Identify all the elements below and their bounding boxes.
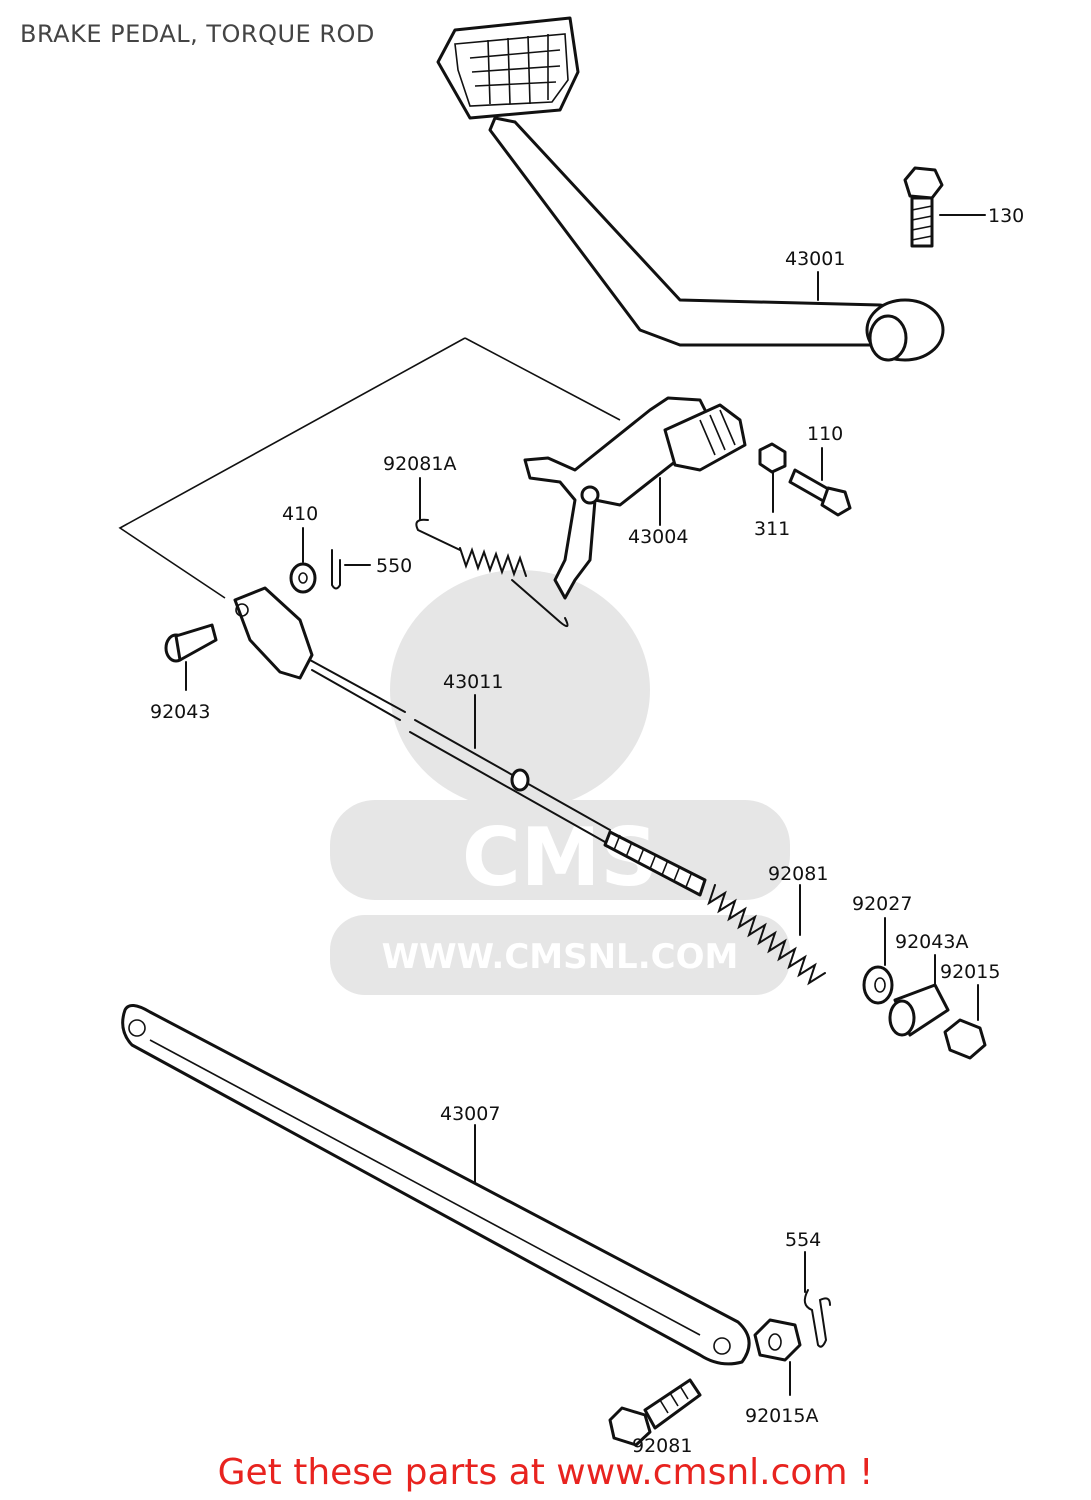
brake-lever-43004 [523,396,747,600]
label-92081: 92081 [768,863,828,885]
joint-92043A [888,983,950,1037]
footer-link-text[interactable]: Get these parts at www.cmsnl.com ! [217,1452,874,1493]
return-spring-92081A [415,518,569,628]
label-92081A: 92081A [383,453,456,475]
adjusting-nut-92015 [943,1018,987,1060]
label-92043: 92043 [150,701,210,723]
cotter-pin-554 [803,1289,831,1348]
cotter-pin-550 [331,549,341,590]
nut-311 [758,442,787,474]
label-410: 410 [282,503,318,525]
label-43004: 43004 [628,526,688,548]
bolt-92081-bottom [608,1378,702,1447]
assembly-guide-lines [118,337,621,599]
washer-410 [289,562,317,594]
torque-rod-43007 [121,1004,751,1366]
label-550: 550 [376,555,412,577]
bolt-130 [903,166,944,248]
label-311: 311 [754,518,790,540]
label-92015: 92015 [940,961,1000,983]
washer-92027 [862,965,894,1005]
cms-watermark: CMS WWW.CMSNL.COM [330,570,790,995]
label-130: 130 [988,205,1024,227]
brake-spring-92081 [707,884,826,986]
leader-lines [185,214,986,1396]
label-554: 554 [785,1229,821,1251]
label-110: 110 [807,423,843,445]
label-43007: 43007 [440,1103,500,1125]
label-92027: 92027 [852,893,912,915]
bolt-110 [788,468,852,517]
label-92081-bottom: 92081 [632,1435,692,1457]
brake-pedal-43001 [436,16,945,362]
label-43001: 43001 [785,248,845,270]
diagram-title: BRAKE PEDAL, TORQUE ROD [20,20,375,48]
watermark-brand: CMS [462,811,658,904]
brake-rod-43011 [233,586,707,897]
clevis-pin-92043 [164,623,218,663]
part-number-labels: 130 43001 110 92081A 43004 311 410 550 9… [150,205,1024,1457]
label-92015A: 92015A [745,1405,818,1427]
label-92043A: 92043A [895,931,968,953]
watermark-url: WWW.CMSNL.COM [382,937,739,977]
castle-nut-92015A [753,1318,802,1362]
label-43011: 43011 [443,671,503,693]
